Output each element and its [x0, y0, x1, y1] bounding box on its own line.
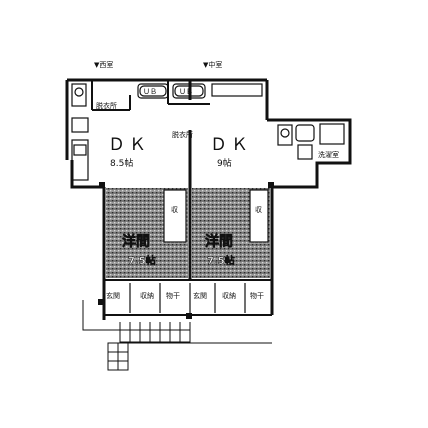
- unit-bath-center-label: ＵＢ: [179, 88, 193, 96]
- washroom-label: 洗濯室: [318, 150, 339, 159]
- kitchen-west: [71, 117, 89, 181]
- door-markers: [98, 182, 274, 319]
- dressing-room-center-label: 脱衣所: [172, 130, 193, 139]
- entrance-center-label: 玄関: [193, 291, 207, 300]
- bathroom-west: [71, 83, 169, 107]
- west-unit-label: ▼西室: [94, 60, 113, 69]
- dressing-room-west-label: 脱衣所: [96, 101, 117, 110]
- western-room-center-label: 洋間: [205, 233, 233, 250]
- closet-west-label: 収: [171, 206, 178, 214]
- unit-bath-west-label: ＵＢ: [143, 88, 157, 96]
- entrance-west-label: 玄関: [106, 291, 120, 300]
- bottom-strip: [129, 283, 246, 313]
- center-unit-label: ▼中室: [203, 60, 222, 69]
- stairs: [82, 300, 272, 371]
- dk-west-label: ＤＫ: [108, 135, 150, 155]
- walls: [65, 78, 352, 320]
- washroom: [277, 123, 345, 160]
- storage-west-label: 収納: [140, 291, 154, 300]
- closet-center-label: 収: [255, 206, 262, 214]
- bathroom-center: [172, 83, 263, 99]
- western-room-center-area: 7.5帖: [207, 254, 235, 267]
- laundry-center-label: 物干: [250, 291, 264, 300]
- storage-center-label: 収納: [222, 291, 236, 300]
- western-room-west-area: 7.5帖: [128, 254, 156, 267]
- dk-center-area: 9帖: [217, 157, 232, 169]
- laundry-west-label: 物干: [166, 291, 180, 300]
- dk-west-area: 8.5帖: [110, 157, 133, 169]
- western-room-west-label: 洋間: [122, 233, 150, 250]
- closets: [163, 189, 269, 243]
- dk-center-label: ＤＫ: [210, 135, 252, 155]
